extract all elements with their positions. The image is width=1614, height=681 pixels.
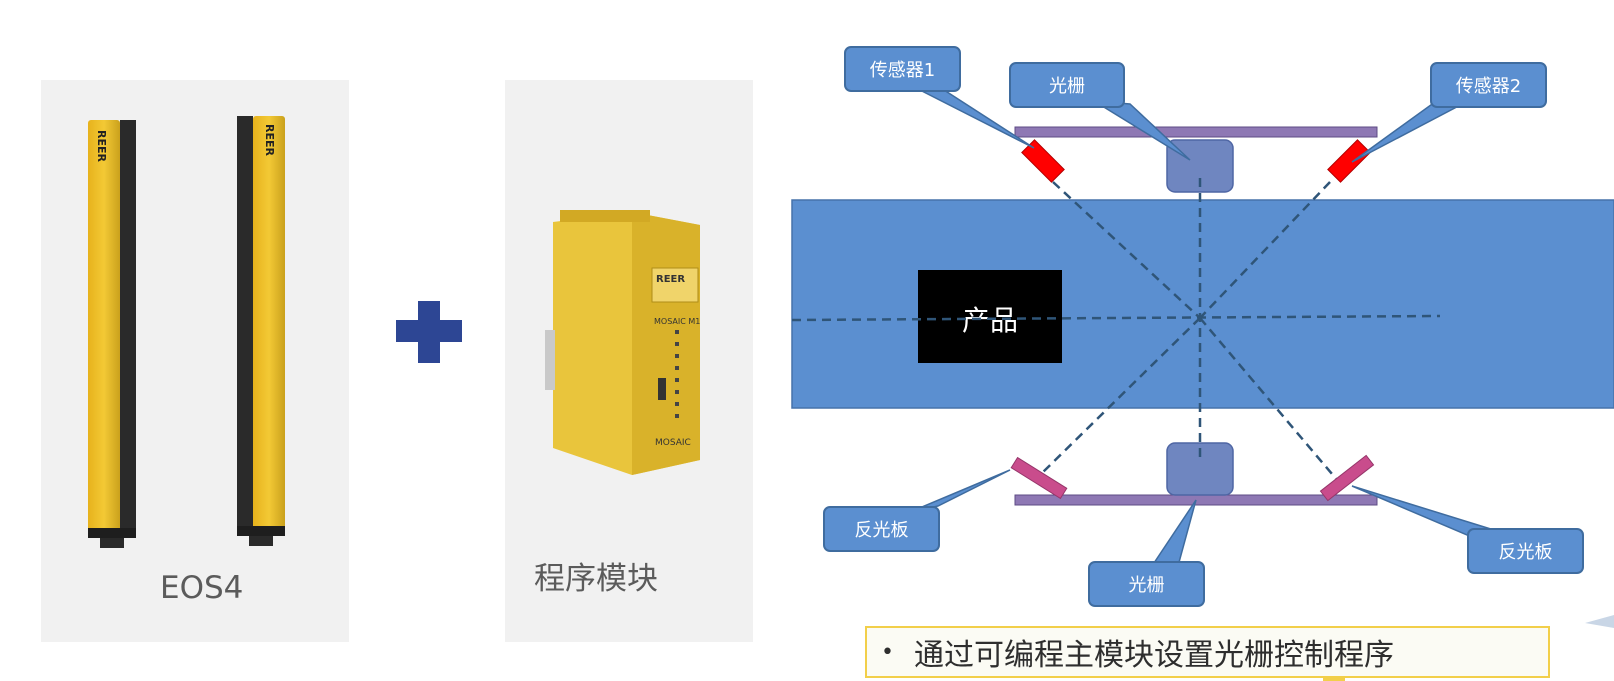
light-curtain-1: REER: [88, 120, 136, 548]
callout-pointers: [909, 85, 1497, 567]
light-curtain-2: REER: [237, 116, 285, 546]
detection-beams: [791, 178, 1441, 488]
brand-logo-2: REER: [263, 124, 276, 156]
conveyor-belt: [791, 199, 1614, 409]
module-brand-logo: REER: [656, 274, 685, 285]
yellow-tab-decoration: [1323, 677, 1345, 681]
sensor-2: [1327, 139, 1371, 183]
callout-reflector-left: 反光板: [823, 506, 940, 552]
callout-sensor-2: 传感器2: [1430, 62, 1547, 108]
callout-sensor-1: 传感器1: [844, 46, 961, 92]
module-model-label: MOSAIC M1: [654, 317, 700, 326]
reflector-right: [1319, 454, 1375, 502]
bullet-caption: • 通过可编程主模块设置光栅控制程序: [865, 626, 1550, 678]
brand-logo-1: REER: [95, 130, 108, 162]
sensor-1: [1021, 139, 1065, 183]
callout-reflector-right: 反光板: [1467, 528, 1584, 574]
reflector-left: [1010, 456, 1068, 500]
bullet-text: 通过可编程主模块设置光栅控制程序: [913, 638, 1394, 673]
product-block: [918, 270, 1062, 363]
mosaic-module: REER MOSAIC M1 MOSAIC: [545, 210, 700, 475]
product-label: 产品: [962, 304, 1018, 337]
program-module-caption: 程序模块: [534, 561, 658, 597]
bullet-marker: •: [881, 639, 894, 665]
decorative-shape: [1585, 615, 1614, 628]
callout-light-curtain-top: 光栅: [1009, 62, 1125, 108]
top-mounting-bar: [1014, 126, 1378, 138]
eos4-caption: EOS4: [160, 570, 244, 606]
callout-light-curtain-bottom: 光栅: [1088, 561, 1205, 607]
bottom-light-curtain-emitter: [1166, 442, 1234, 496]
module-series-label: MOSAIC: [655, 438, 691, 448]
